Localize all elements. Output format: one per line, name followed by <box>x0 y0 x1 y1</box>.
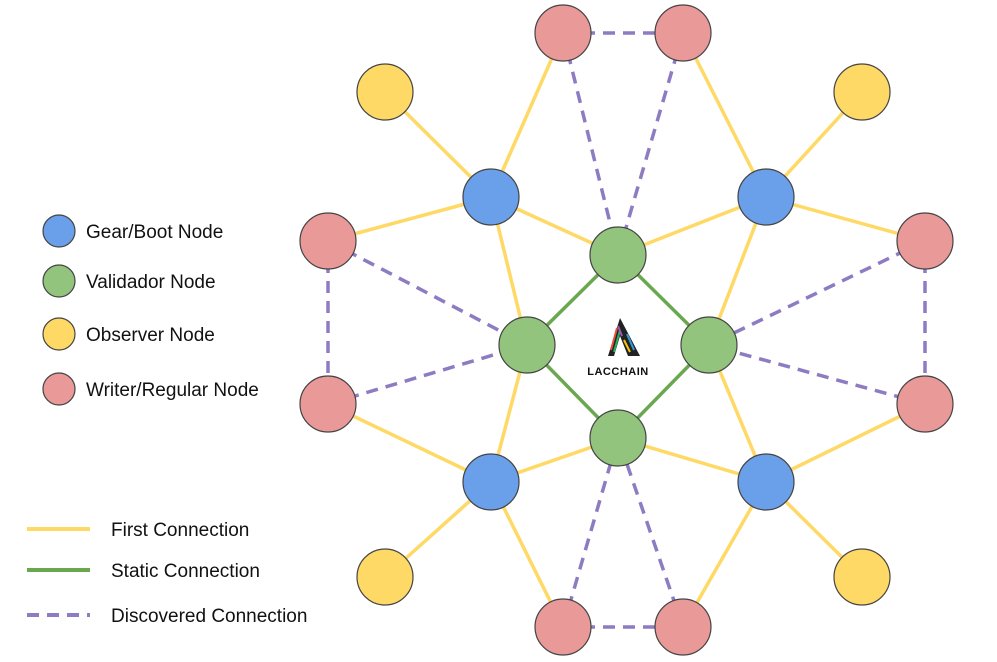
writer-node <box>534 598 592 656</box>
legend-gear-label: Gear/Boot Node <box>86 222 223 243</box>
observer-node <box>356 63 414 121</box>
discovered-connection <box>708 343 926 406</box>
validator-node <box>589 409 647 467</box>
validator-node <box>498 316 556 374</box>
legend-discovered-label: Discovered Connection <box>111 606 307 627</box>
discovered-connection <box>616 32 685 256</box>
legend-static-label: Static Connection <box>111 561 260 582</box>
legend-writer-label: Writer/Regular Node <box>86 380 259 401</box>
legend-gear-swatch <box>42 214 76 248</box>
validator-node <box>589 226 647 284</box>
nodes-layer <box>299 4 954 656</box>
writer-node <box>654 598 712 656</box>
lacchain-logo-text: LACCHAIN <box>587 366 648 378</box>
discovered-connection <box>327 343 528 406</box>
writer-node <box>896 375 954 433</box>
legend: Gear/Boot Node Validador Node Observer N… <box>27 214 307 627</box>
legend-observer-label: Observer Node <box>86 325 215 346</box>
observer-node <box>833 548 891 606</box>
validator-node <box>680 316 738 374</box>
legend-first-label: First Connection <box>111 520 249 541</box>
observer-node <box>833 63 891 121</box>
gear-node <box>737 453 795 511</box>
legend-observer-swatch <box>42 317 76 351</box>
writer-node <box>299 375 357 433</box>
discovered-connection <box>561 437 620 628</box>
observer-node <box>356 548 414 606</box>
legend-writer-swatch <box>42 372 76 406</box>
lacchain-logo-mark <box>608 318 640 356</box>
first-connection <box>765 402 926 484</box>
writer-node <box>299 212 357 270</box>
discovered-connection <box>561 32 620 256</box>
legend-validator-label: Validador Node <box>86 272 216 293</box>
first-connection <box>681 32 768 198</box>
writer-node <box>896 212 954 270</box>
legend-validator-swatch <box>42 264 76 298</box>
discovered-connection <box>327 239 528 347</box>
lacchain-logo: LACCHAIN <box>587 318 648 378</box>
first-connection <box>489 32 565 198</box>
gear-node <box>462 453 520 511</box>
writer-node <box>654 4 712 62</box>
gear-node <box>737 168 795 226</box>
connections-layer <box>326 31 927 629</box>
gear-node <box>462 168 520 226</box>
first-connection <box>327 402 492 484</box>
writer-node <box>534 4 592 62</box>
discovered-connection <box>616 437 685 628</box>
